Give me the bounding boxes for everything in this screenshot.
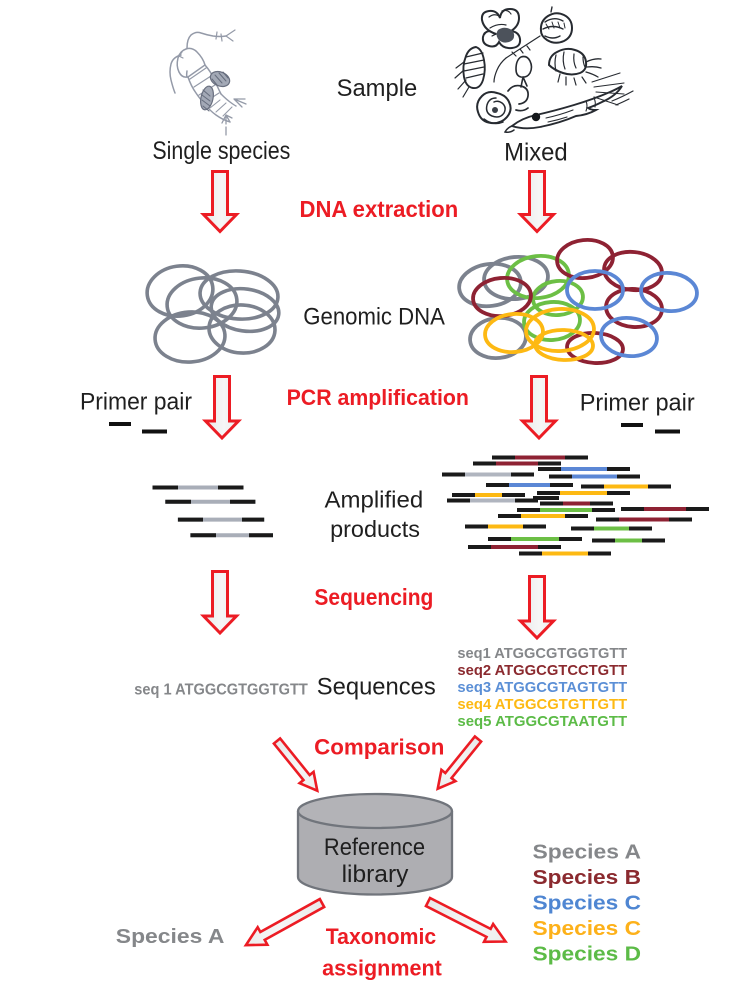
svg-text:Species C: Species C	[533, 918, 642, 940]
svg-text:library: library	[342, 861, 409, 888]
svg-text:assignment: assignment	[322, 956, 442, 981]
svg-text:Species D: Species D	[533, 944, 642, 966]
svg-text:seq5 ATGGCGTAATGTT: seq5 ATGGCGTAATGTT	[457, 713, 627, 730]
svg-text:Genomic DNA: Genomic DNA	[303, 304, 445, 331]
svg-text:products: products	[330, 516, 420, 542]
svg-text:Primer pair: Primer pair	[80, 389, 192, 416]
svg-text:Sequences: Sequences	[317, 674, 436, 701]
svg-text:seq 1 ATGGCGTGGTGTT: seq 1 ATGGCGTGGTGTT	[134, 682, 308, 699]
svg-text:Reference: Reference	[324, 834, 425, 861]
svg-text:seq3 ATGGCGTAGTGTT: seq3 ATGGCGTAGTGTT	[457, 679, 627, 696]
svg-text:seq2 ATGGCGTCCTGTT: seq2 ATGGCGTCCTGTT	[457, 662, 627, 679]
svg-text:Sample: Sample	[337, 75, 418, 102]
svg-text:seq4 ATGGCGTGTTGTT: seq4 ATGGCGTGTTGTT	[457, 696, 627, 713]
svg-text:Species C: Species C	[533, 893, 642, 915]
svg-text:Comparison: Comparison	[314, 735, 444, 760]
svg-text:Sequencing: Sequencing	[314, 584, 433, 610]
svg-text:PCR amplification: PCR amplification	[287, 385, 469, 410]
svg-text:Species A: Species A	[533, 842, 642, 864]
svg-text:DNA extraction: DNA extraction	[300, 196, 459, 222]
svg-text:Mixed: Mixed	[504, 139, 568, 167]
svg-text:Taxonomic: Taxonomic	[326, 924, 436, 949]
svg-text:Species A: Species A	[116, 926, 225, 948]
svg-text:seq1 ATGGCGTGGTGTT: seq1 ATGGCGTGGTGTT	[457, 645, 627, 662]
svg-text:Species B: Species B	[533, 867, 642, 889]
svg-text:Amplified: Amplified	[325, 487, 424, 513]
svg-text:Single species: Single species	[152, 137, 290, 165]
svg-text:Primer pair: Primer pair	[580, 390, 695, 417]
